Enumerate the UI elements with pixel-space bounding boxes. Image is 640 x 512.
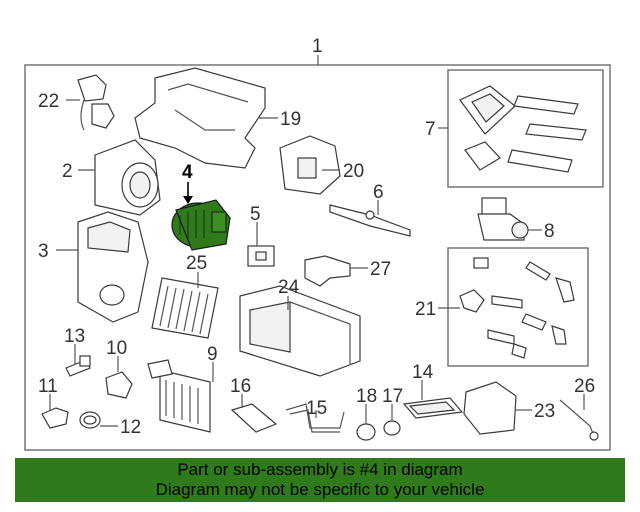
callout-20: 20 bbox=[343, 161, 364, 182]
part-3[interactable] bbox=[77, 211, 149, 323]
callout-4: 4 bbox=[182, 162, 193, 183]
part-6[interactable] bbox=[329, 204, 411, 237]
callout-13: 13 bbox=[64, 326, 85, 347]
callout-1: 1 bbox=[312, 36, 323, 57]
part-19[interactable] bbox=[134, 67, 266, 169]
part-9[interactable] bbox=[147, 359, 211, 433]
part-25[interactable] bbox=[151, 277, 219, 339]
group-box-7 bbox=[447, 69, 604, 188]
part-10[interactable] bbox=[105, 371, 133, 399]
callout-23: 23 bbox=[534, 401, 555, 422]
callout-27: 27 bbox=[370, 259, 391, 280]
callout-25: 25 bbox=[186, 253, 207, 274]
part-22[interactable] bbox=[77, 74, 115, 131]
part-15[interactable] bbox=[285, 403, 345, 433]
part-5[interactable] bbox=[247, 245, 275, 267]
info-banner: Part or sub-assembly is #4 in diagram Di… bbox=[15, 458, 625, 502]
group-box-21 bbox=[447, 247, 589, 367]
callout-7: 7 bbox=[425, 119, 436, 140]
part-4-blower-motor[interactable] bbox=[171, 199, 231, 251]
part-20[interactable] bbox=[279, 135, 341, 195]
part-17[interactable] bbox=[383, 420, 401, 436]
callout-15: 15 bbox=[306, 398, 327, 419]
part-23[interactable] bbox=[463, 381, 517, 435]
part-7[interactable] bbox=[459, 85, 587, 173]
callout-26: 26 bbox=[574, 376, 595, 397]
callout-11: 11 bbox=[38, 376, 58, 397]
parts-diagram: 1 22 19 2 20 7 bbox=[24, 36, 611, 451]
callout-16: 16 bbox=[230, 376, 251, 397]
part-8[interactable] bbox=[477, 197, 529, 241]
part-12[interactable] bbox=[79, 411, 101, 429]
callout-2: 2 bbox=[62, 161, 73, 182]
part-13[interactable] bbox=[65, 355, 91, 377]
part-27[interactable] bbox=[304, 255, 351, 287]
part-2[interactable] bbox=[94, 139, 161, 216]
banner-line-1: Part or sub-assembly is #4 in diagram bbox=[177, 460, 463, 479]
callout-3: 3 bbox=[38, 241, 49, 262]
part-11[interactable] bbox=[41, 407, 69, 429]
banner-line-2: Diagram may not be specific to your vehi… bbox=[155, 480, 485, 499]
callout-14: 14 bbox=[412, 362, 434, 383]
callout-19: 19 bbox=[280, 109, 301, 130]
callout-21: 21 bbox=[415, 299, 436, 320]
callout-24: 24 bbox=[278, 277, 300, 298]
callout-9: 9 bbox=[207, 344, 218, 365]
callout-5: 5 bbox=[250, 204, 261, 225]
callout-18: 18 bbox=[356, 386, 377, 407]
callout-8: 8 bbox=[544, 221, 555, 242]
callout-17: 17 bbox=[382, 386, 403, 407]
callout-22: 22 bbox=[38, 91, 59, 112]
part-14[interactable] bbox=[402, 397, 464, 419]
callout-10: 10 bbox=[106, 338, 127, 359]
part-18[interactable] bbox=[356, 423, 376, 441]
part-24[interactable] bbox=[239, 285, 361, 377]
part-16[interactable] bbox=[230, 403, 278, 433]
part-26[interactable] bbox=[559, 399, 599, 441]
callout-12: 12 bbox=[120, 417, 141, 438]
callout-6: 6 bbox=[373, 182, 384, 203]
part-21[interactable] bbox=[459, 257, 575, 359]
